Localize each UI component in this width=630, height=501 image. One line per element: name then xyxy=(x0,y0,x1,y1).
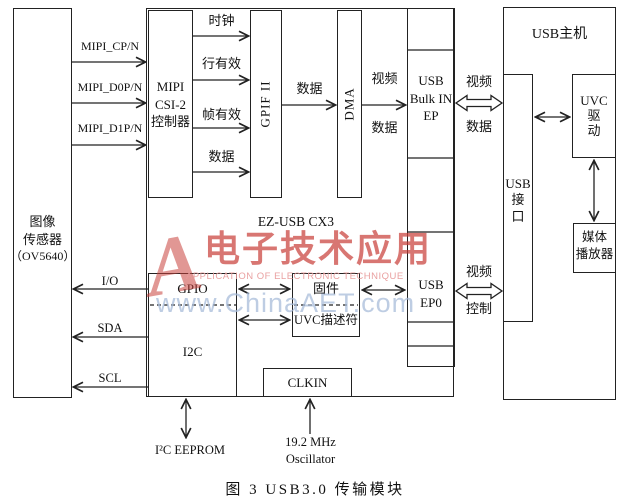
mipi-csi2-controller-box xyxy=(148,10,193,198)
image-sensor-box xyxy=(13,8,72,398)
dma-box: DMA xyxy=(337,10,362,198)
usb-ep0-label: USB EP0 xyxy=(418,277,444,310)
usb-bulk-in-ep-label: USB Bulk IN EP xyxy=(409,73,453,124)
i2c-label: I2C xyxy=(182,344,203,359)
scl-label: SCL xyxy=(98,371,122,385)
frame-valid-label: 帧有效 xyxy=(201,107,241,122)
video-control-bus-arrow xyxy=(454,282,504,300)
line-valid-label: 行有效 xyxy=(201,56,241,71)
oscillator-label: 19.2 MHz Oscillator xyxy=(285,435,336,466)
image-sensor-label: 图像 传感器 （OV5640） xyxy=(10,214,76,264)
usb-endpoint-column-box xyxy=(407,8,455,367)
gpif-dma-data-label: 数据 xyxy=(296,81,323,96)
uvc-driver-box xyxy=(572,74,616,158)
dma-video-label: 视频 xyxy=(371,71,398,86)
gpif-ii-box: GPIF II xyxy=(250,10,282,198)
eeprom-label: I²C EEPROM xyxy=(154,443,226,457)
clkin-box: CLKIN xyxy=(263,368,352,397)
media-player-box xyxy=(573,223,616,273)
usb-interface-label: USB 接 口 xyxy=(505,176,531,224)
figure-caption: 图 3 USB3.0 传输模块 xyxy=(225,482,405,498)
uvc-driver-label: UVC 驱 动 xyxy=(580,93,608,138)
bus-video-data-l1: 视频 xyxy=(465,74,492,89)
mipi-cp-label: MIPI_CP/N xyxy=(80,39,139,53)
sda-label: SDA xyxy=(97,321,123,335)
uvc-descriptor-label: UVC描述符 xyxy=(294,313,358,327)
clock-label: 时钟 xyxy=(208,13,235,28)
csi2-controller-label: MIPI CSI-2 控制器 xyxy=(150,79,190,130)
clkin-label: CLKIN xyxy=(287,374,328,390)
gpio-i2c-box xyxy=(148,273,237,397)
mipi-d0-label: MIPI_D0P/N xyxy=(77,80,143,94)
usb-interface-box xyxy=(503,74,533,322)
media-player-label: 媒体 播放器 xyxy=(575,230,614,261)
bus-video-ctrl-l1: 视频 xyxy=(465,264,492,279)
firmware-uvc-box xyxy=(292,273,360,337)
gpio-label: GPIO xyxy=(177,281,208,296)
video-data-bus-arrow xyxy=(454,94,504,112)
bus-video-ctrl-l2: 控制 xyxy=(465,301,492,316)
io-label: I/O xyxy=(101,274,119,288)
mipi-d1-label: MIPI_D1P/N xyxy=(77,121,143,135)
firmware-label: 固件 xyxy=(312,281,339,296)
data-label: 数据 xyxy=(208,149,235,164)
bus-video-data-l2: 数据 xyxy=(465,119,492,134)
usb-host-title: USB主机 xyxy=(531,27,588,42)
dma-data-label: 数据 xyxy=(371,120,398,135)
cx3-title: EZ-USB CX3 xyxy=(257,214,335,229)
